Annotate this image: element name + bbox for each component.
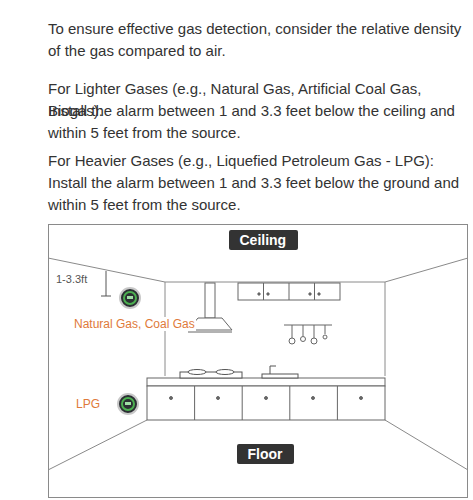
wall-edge [385, 282, 386, 376]
tag-text: Floor [248, 446, 283, 462]
section-heading: For Heavier Gases (e.g., Liquefied Petro… [48, 150, 468, 172]
gas-alarm [118, 394, 138, 414]
instruction-text: Install the alarm between 1 and 3.3 feet… [48, 172, 468, 216]
upper-cabinets [238, 283, 340, 300]
dimension-line [101, 271, 111, 296]
tag-text: Ceiling [240, 232, 287, 248]
sink [262, 366, 298, 378]
room-frame [49, 225, 468, 498]
floor-edge [385, 420, 468, 470]
ceiling-edge [165, 282, 385, 283]
ceiling-edge [385, 258, 468, 282]
intro-text: To ensure effective gas detection, consi… [48, 18, 468, 62]
counter [147, 378, 385, 420]
utensil-rack [284, 325, 332, 344]
floor-edge [48, 420, 147, 470]
dimension-label: 1-3.3ft [56, 273, 87, 286]
ceiling-tag: Ceiling [229, 230, 298, 250]
floor-tag: Floor [237, 444, 294, 464]
instruction-text: Install the alarm between 1 and 3.3 feet… [48, 100, 468, 144]
gas-label: LPG [75, 397, 101, 411]
gas-alarm [120, 288, 140, 308]
stove [180, 370, 242, 379]
gas-label: Natural Gas, Coal Gas [73, 317, 196, 331]
